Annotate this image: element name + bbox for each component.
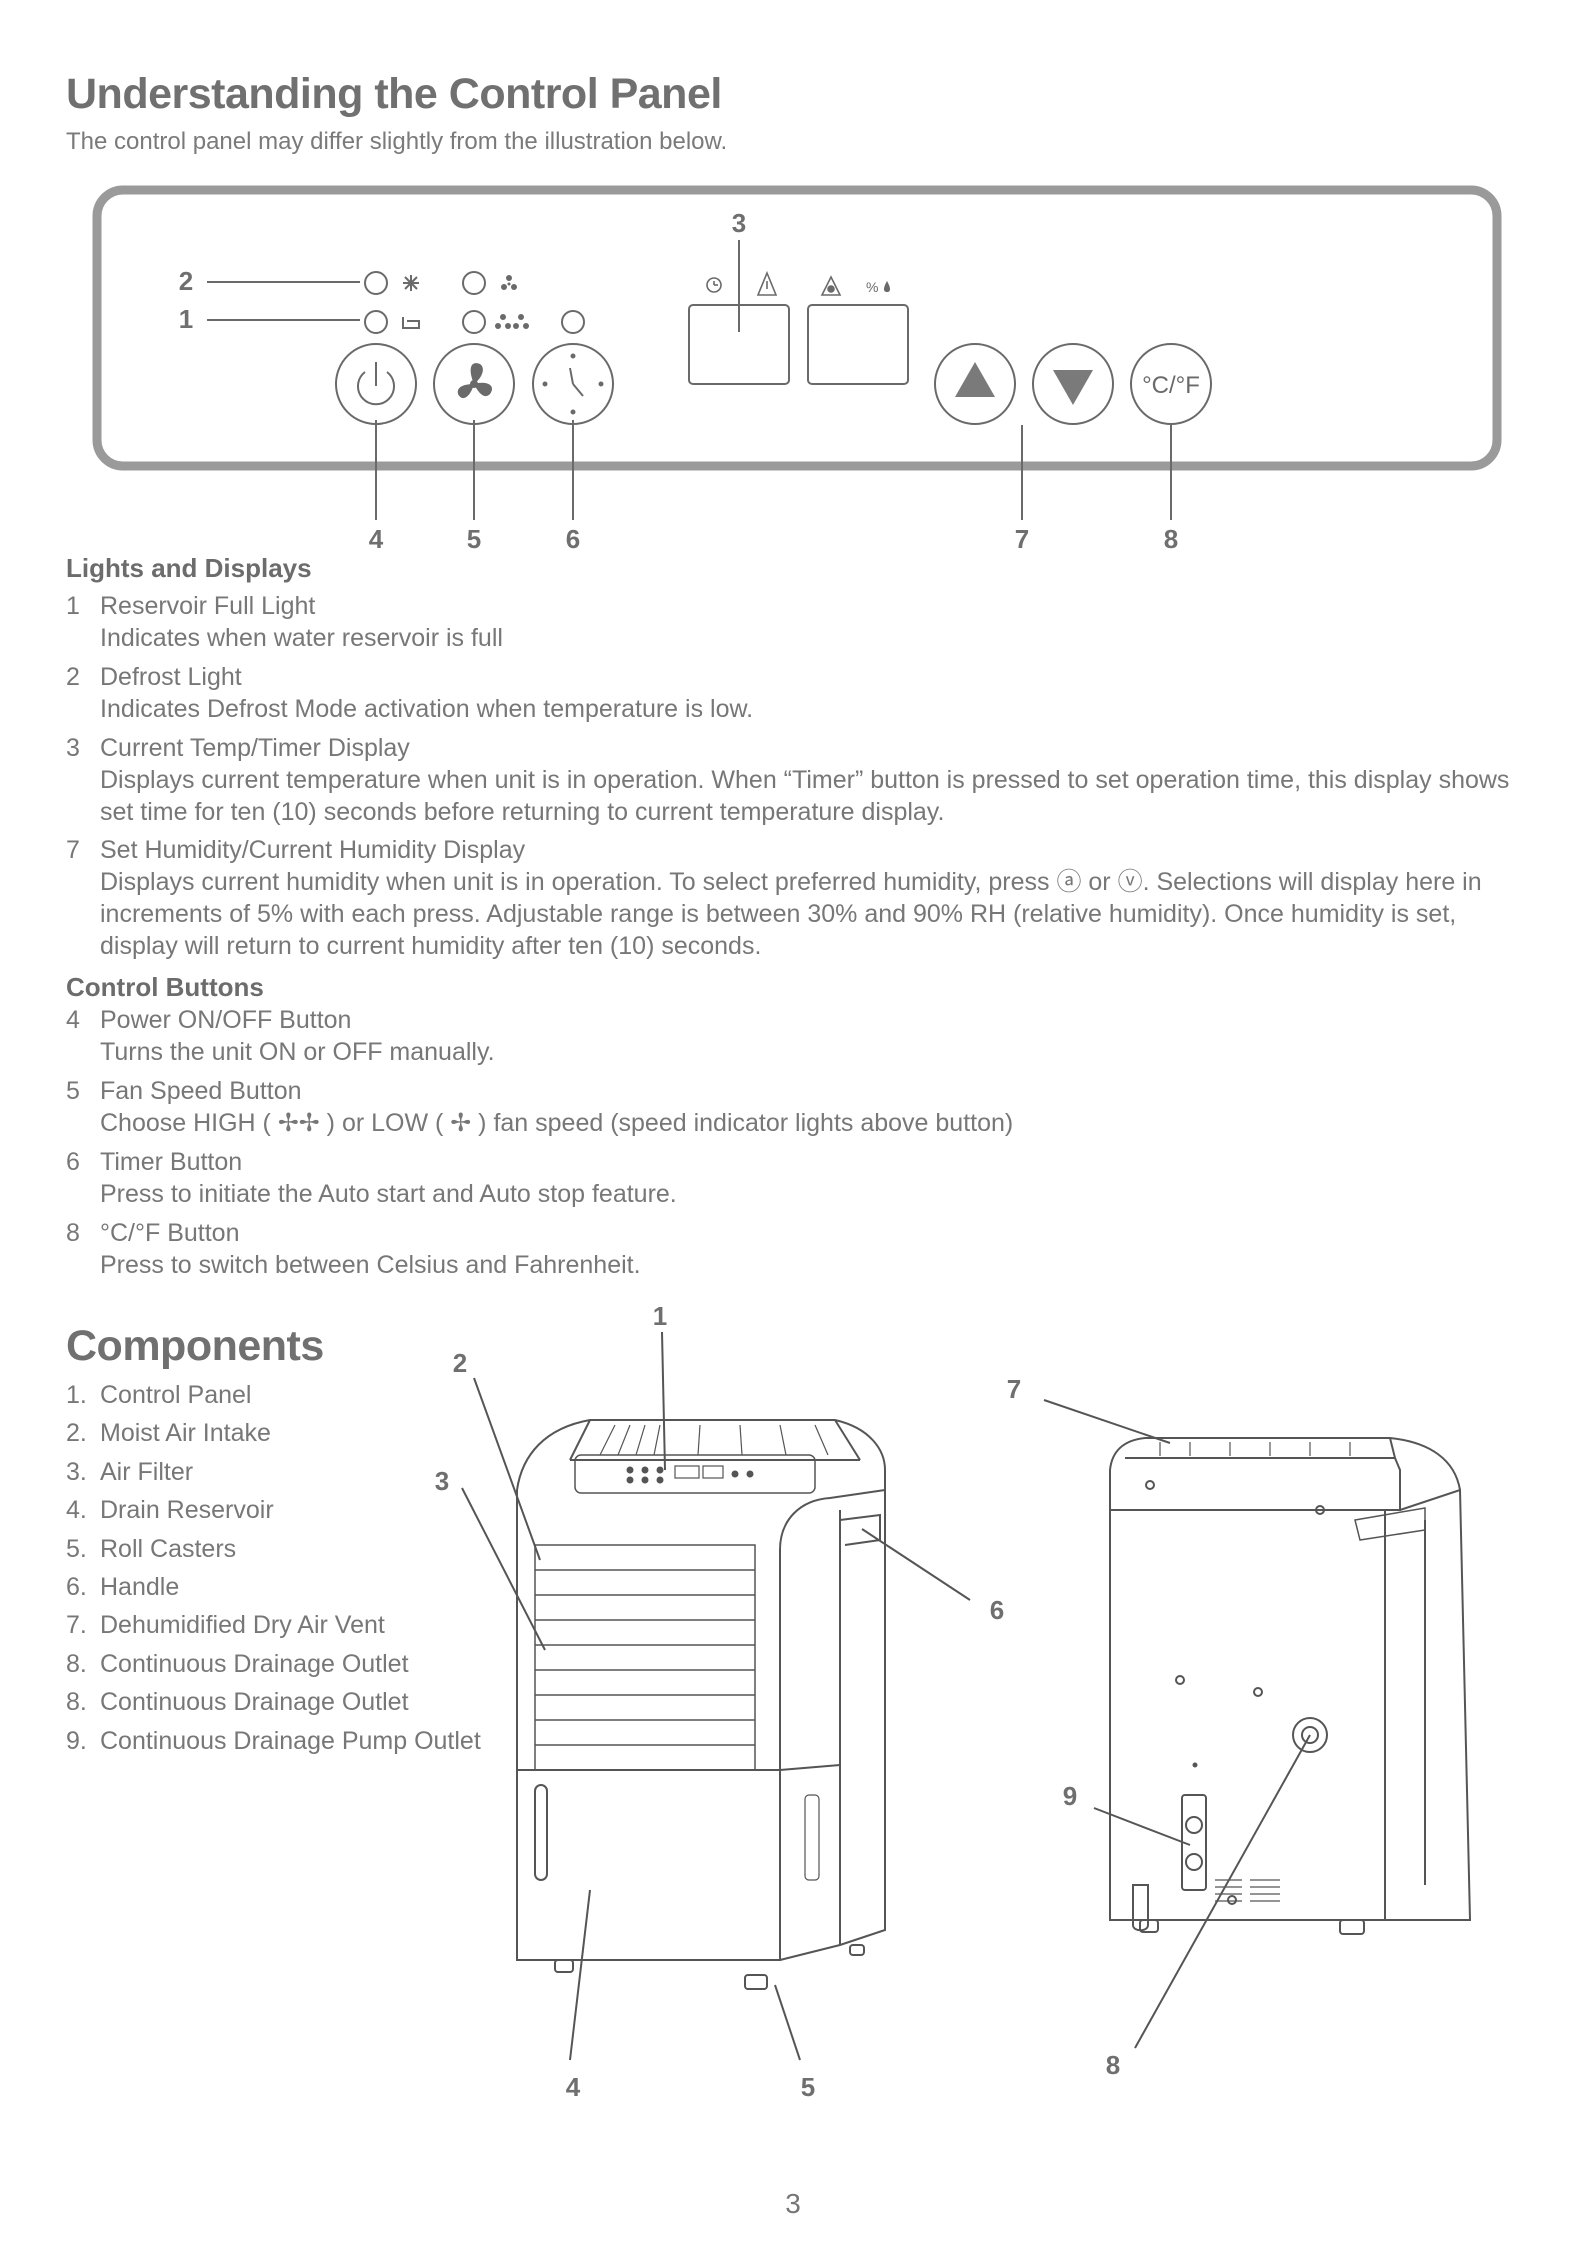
item-desc: Press to initiate the Auto start and Aut… bbox=[100, 1180, 677, 1208]
item-number: 1 bbox=[66, 592, 80, 620]
item-name: °C/°F Button bbox=[100, 1219, 240, 1247]
item-name: Timer Button bbox=[100, 1148, 243, 1176]
defrost-light bbox=[364, 271, 388, 295]
celsius-fahrenheit-icon: °C/°F bbox=[1142, 372, 1200, 399]
comp-callout-6: 6 bbox=[990, 1595, 1004, 1625]
item-number: 4 bbox=[66, 1006, 80, 1034]
front-control-panel bbox=[574, 1454, 816, 1494]
item-name: Set Humidity/Current Humidity Display bbox=[100, 836, 526, 864]
component-item: 4.Drain Reservoir bbox=[66, 1496, 274, 1525]
comp-callout-5: 5 bbox=[801, 2072, 815, 2102]
triangle-down-icon bbox=[1053, 370, 1093, 405]
item-number: 8 bbox=[66, 1219, 80, 1247]
item-desc: Choose HIGH ( ✢✢ ) or LOW ( ✢ ) fan spee… bbox=[100, 1109, 1014, 1137]
comp-callout-2: 2 bbox=[453, 1348, 467, 1378]
bucket-icon bbox=[402, 317, 420, 329]
callout-6: 6 bbox=[566, 524, 580, 554]
component-item: 8.Continuous Drainage Outlet bbox=[66, 1649, 409, 1678]
callout-2: 2 bbox=[179, 266, 193, 296]
component-item: 3.Air Filter bbox=[66, 1457, 194, 1486]
power-button[interactable] bbox=[335, 343, 417, 425]
item-desc: Indicates when water reservoir is full bbox=[100, 624, 503, 652]
fan-speed-button[interactable] bbox=[433, 343, 515, 425]
item-number: 6 bbox=[66, 1148, 80, 1176]
water-drop-icon bbox=[820, 275, 842, 296]
dehumidifier-illustration: 1 2 3 4 5 6 7 8 9 bbox=[435, 1301, 1472, 2102]
component-item: 7.Dehumidified Dry Air Vent bbox=[66, 1611, 385, 1640]
double-fan-icon bbox=[495, 314, 529, 329]
small-fan-icon bbox=[501, 275, 517, 290]
callout-7: 7 bbox=[1015, 524, 1029, 554]
comp-callout-4: 4 bbox=[566, 2072, 581, 2102]
component-item: 9.Continuous Drainage Pump Outlet bbox=[66, 1726, 481, 1755]
power-icon bbox=[357, 362, 395, 406]
item-name: Current Temp/Timer Display bbox=[100, 734, 410, 762]
timer-button[interactable] bbox=[532, 343, 614, 425]
component-item: 2.Moist Air Intake bbox=[66, 1419, 271, 1448]
triangle-up-icon bbox=[955, 362, 995, 397]
humidity-display bbox=[807, 304, 909, 385]
item-name: Reservoir Full Light bbox=[100, 592, 316, 620]
comp-callout-9: 9 bbox=[1063, 1781, 1077, 1811]
item-desc: Displays current humidity when unit is i… bbox=[100, 868, 1482, 960]
components-title: Components bbox=[66, 1322, 324, 1370]
item-number: 5 bbox=[66, 1077, 80, 1105]
components-list: 1.Control Panel 2.Moist Air Intake 3.Air… bbox=[66, 1376, 481, 1760]
timer-light bbox=[561, 310, 585, 334]
component-item: 8.Continuous Drainage Outlet bbox=[66, 1688, 409, 1717]
item-number: 2 bbox=[66, 663, 80, 691]
comp-callout-7: 7 bbox=[1007, 1374, 1021, 1404]
fan-high-light bbox=[462, 310, 486, 334]
percent-label: % bbox=[866, 279, 878, 295]
component-item: 5.Roll Casters bbox=[66, 1534, 237, 1563]
item-name: Defrost Light bbox=[100, 663, 242, 691]
item-name: Power ON/OFF Button bbox=[100, 1006, 352, 1034]
comp-callout-8: 8 bbox=[1106, 2050, 1120, 2080]
small-drop-icon bbox=[884, 281, 890, 292]
controls-heading: Control Buttons bbox=[66, 972, 264, 1002]
fan-low-light bbox=[462, 271, 486, 295]
item-number: 3 bbox=[66, 734, 80, 762]
callout-8: 8 bbox=[1164, 524, 1178, 554]
page-number: 3 bbox=[785, 2188, 801, 2219]
control-panel-outline bbox=[92, 185, 1502, 471]
control-panel-illustration: 2 1 3 4 5 6 7 8 bbox=[92, 185, 1502, 554]
down-button[interactable] bbox=[1032, 343, 1114, 425]
page-subtitle: The control panel may differ slightly fr… bbox=[66, 128, 728, 155]
callout-1: 1 bbox=[179, 304, 193, 334]
warning-icon bbox=[756, 270, 778, 296]
item-name: Fan Speed Button bbox=[100, 1077, 302, 1105]
display-clock-icon bbox=[706, 277, 722, 293]
snowflake-icon bbox=[403, 275, 419, 291]
drainage-outlet bbox=[1292, 1717, 1328, 1753]
callout-3: 3 bbox=[732, 208, 746, 238]
item-desc: Indicates Defrost Mode activation when t… bbox=[100, 695, 754, 723]
page-title: Understanding the Control Panel bbox=[66, 70, 722, 118]
temp-unit-button[interactable] bbox=[1130, 343, 1212, 425]
reservoir-full-light bbox=[364, 310, 388, 334]
callout-5: 5 bbox=[467, 524, 481, 554]
item-number: 7 bbox=[66, 836, 80, 864]
clock-icon bbox=[542, 353, 604, 415]
front-unit bbox=[516, 1419, 886, 1990]
up-button[interactable] bbox=[934, 343, 1016, 425]
component-item: 6.Handle bbox=[66, 1572, 180, 1601]
item-desc: Turns the unit ON or OFF manually. bbox=[100, 1038, 495, 1066]
comp-callout-3: 3 bbox=[435, 1466, 449, 1496]
fan-icon bbox=[457, 363, 493, 399]
item-desc: Press to switch between Celsius and Fahr… bbox=[100, 1251, 641, 1279]
component-item: 1.Control Panel bbox=[66, 1381, 252, 1409]
callout-4: 4 bbox=[369, 524, 384, 554]
item-desc: Displays current temperature when unit i… bbox=[100, 766, 1510, 826]
comp-callout-1: 1 bbox=[653, 1301, 667, 1331]
back-unit bbox=[1109, 1437, 1472, 1935]
temp-timer-display bbox=[688, 304, 790, 385]
lights-heading: Lights and Displays bbox=[66, 553, 312, 583]
